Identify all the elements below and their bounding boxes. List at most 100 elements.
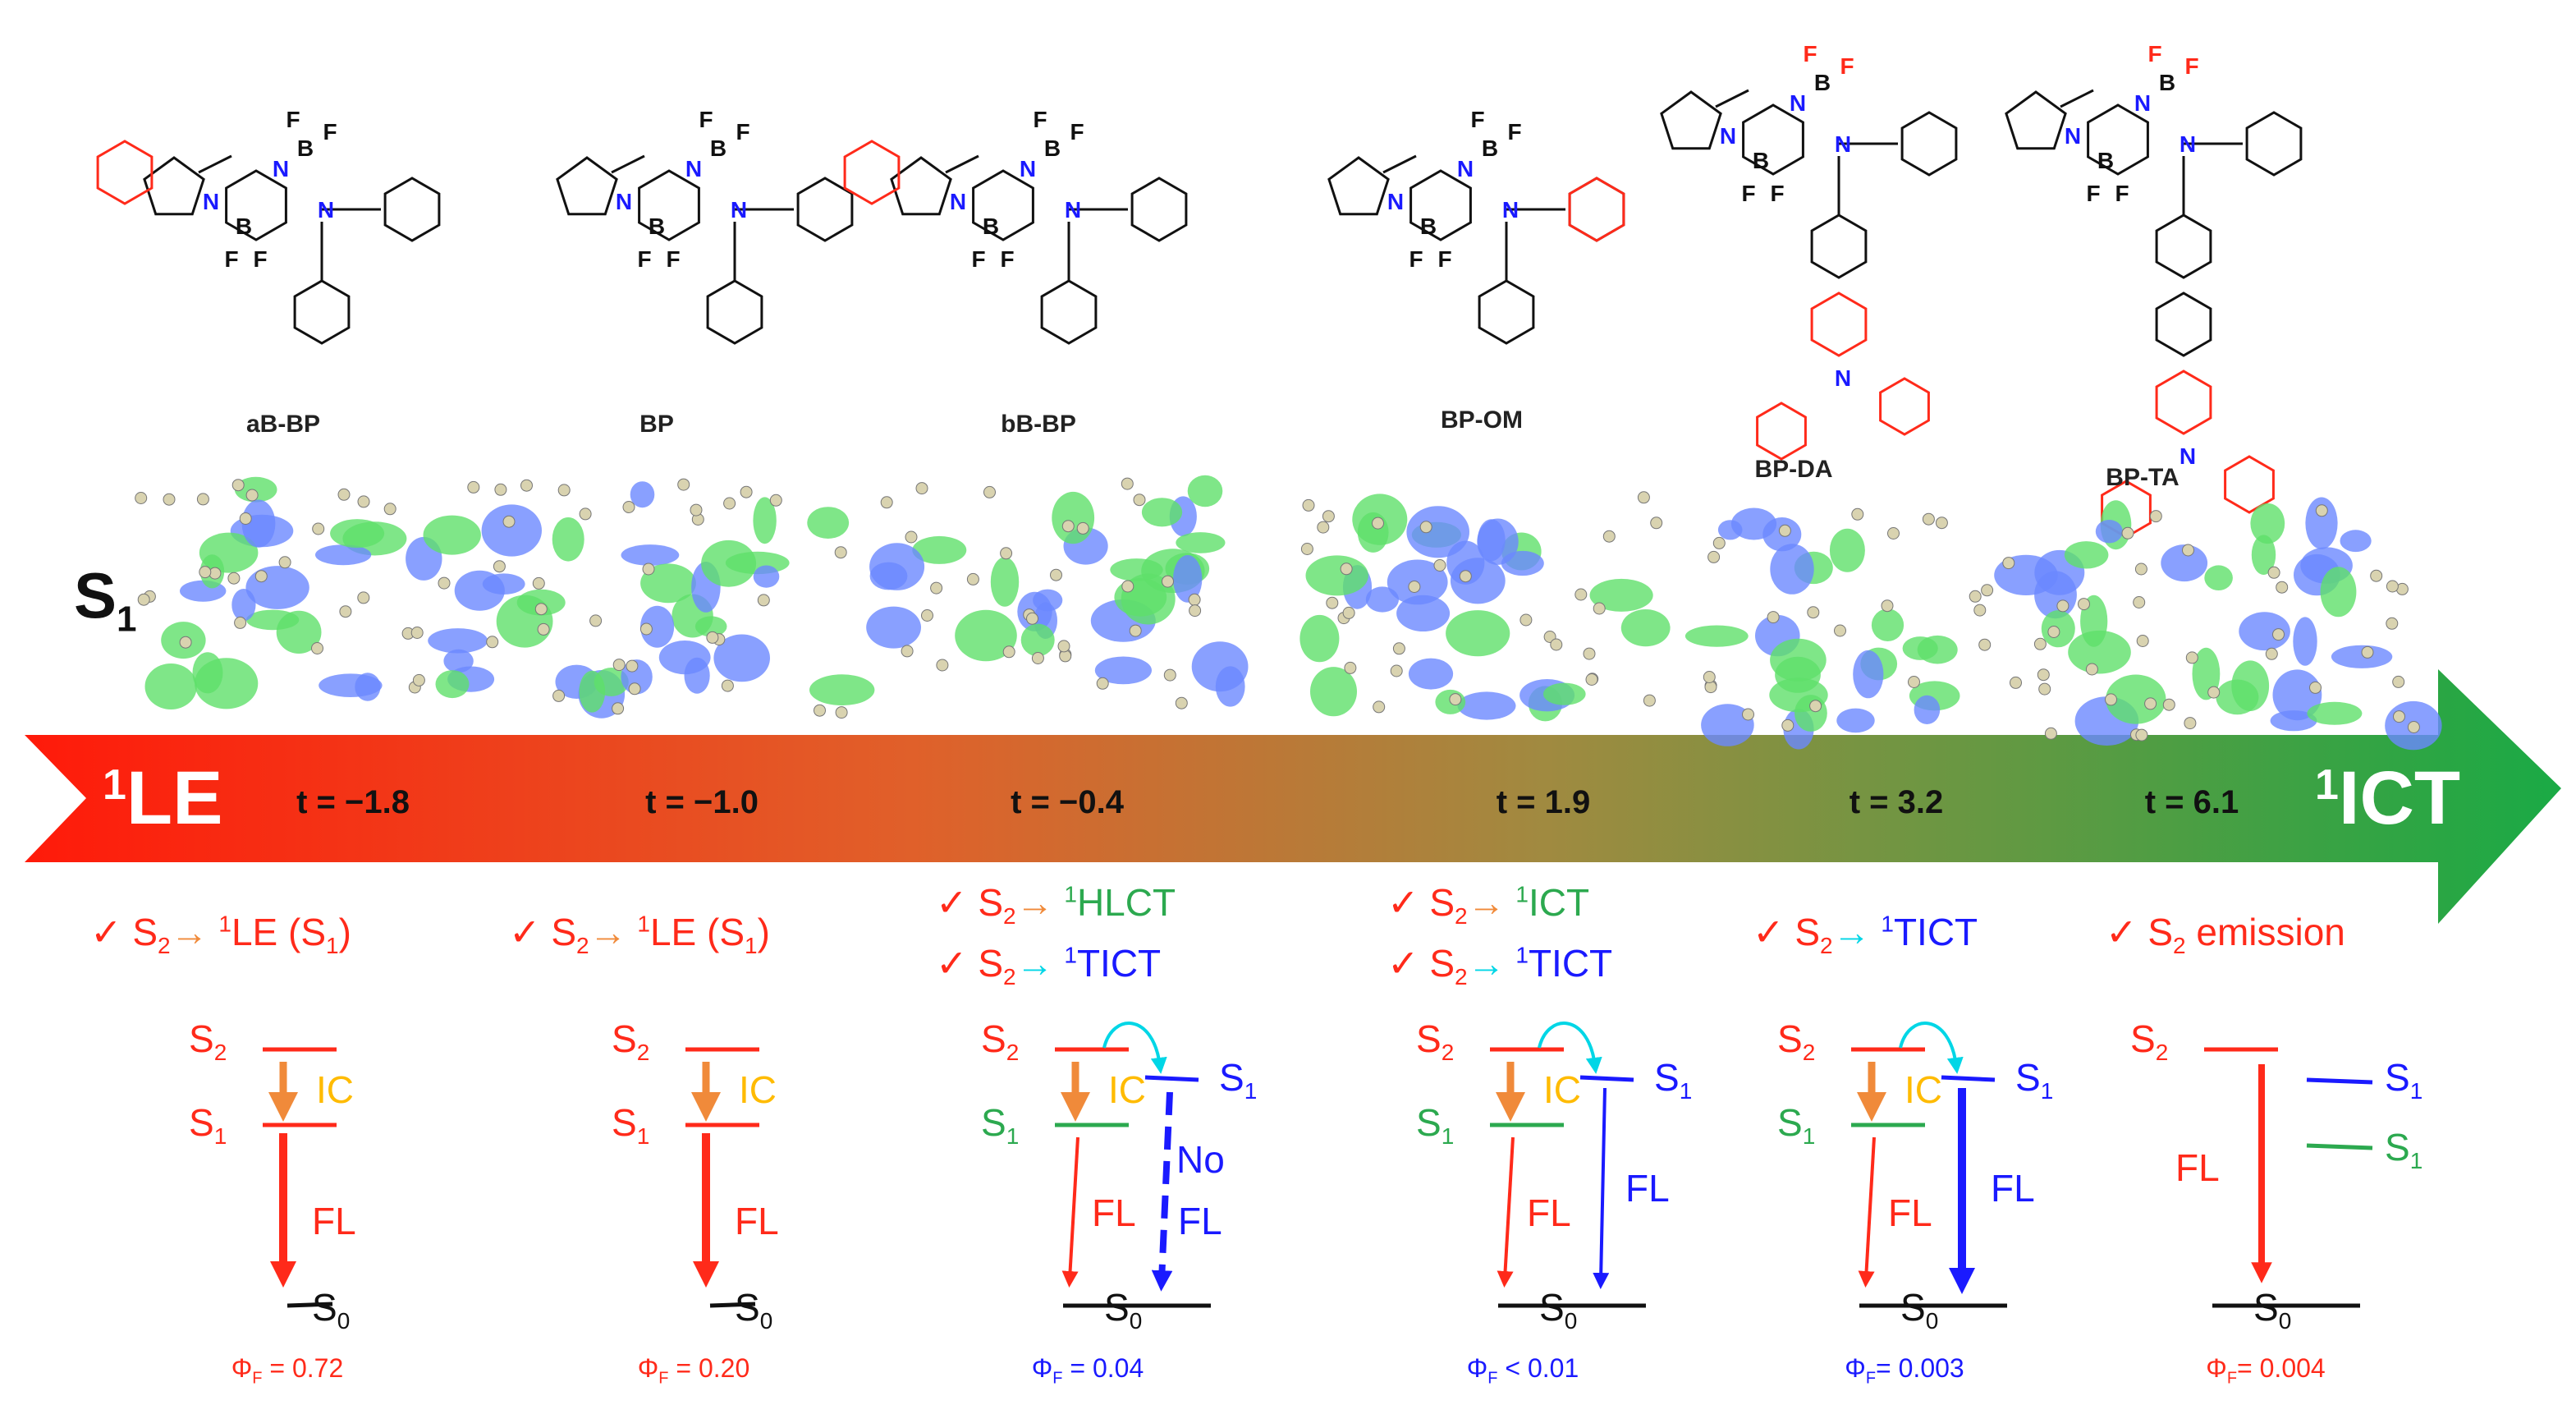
- orbital-lobe: [552, 517, 584, 562]
- le-main: LE: [126, 756, 223, 840]
- pathway-text: ✓ S2→ 1LE (S1): [90, 910, 351, 959]
- bond: [1382, 154, 1417, 174]
- atom-sphere: [1326, 596, 1339, 609]
- atom-sphere: [1002, 645, 1015, 659]
- s2-label-main: S: [189, 1017, 214, 1060]
- space: [1506, 881, 1516, 924]
- atom-sphere: [2144, 697, 2157, 710]
- s1-le-label-main: S: [2385, 1126, 2410, 1169]
- atom-sphere: [383, 503, 396, 516]
- atom-sphere: [179, 636, 192, 649]
- atom-sphere: [1703, 671, 1716, 683]
- atom-n: N: [318, 197, 334, 223]
- orbital-lobe: [1033, 589, 1063, 612]
- orbital-lobe: [2231, 660, 2270, 711]
- space: [627, 911, 638, 953]
- orbital-lobe: [869, 562, 908, 590]
- atom-sphere: [1781, 719, 1794, 732]
- fl-label: FL: [1178, 1200, 1222, 1242]
- pathway-arrow: →: [1015, 942, 1054, 985]
- s1-label-sub: 1: [636, 1123, 650, 1150]
- atom-f: F: [323, 119, 337, 145]
- atom-sphere: [1767, 611, 1780, 624]
- s0-label-main: S: [312, 1286, 337, 1329]
- atom-sphere: [2309, 681, 2322, 694]
- atom-sphere: [1742, 708, 1754, 721]
- qy-value: = 0.72: [262, 1353, 344, 1383]
- boron-ring: [225, 169, 287, 241]
- state-to-sup: 1: [637, 911, 650, 937]
- atom-sphere: [1978, 638, 1992, 651]
- atom-sphere: [2386, 617, 2399, 630]
- atom-sphere: [2162, 698, 2175, 711]
- atom-n: N: [2065, 123, 2081, 149]
- state-to: LE (S: [649, 911, 745, 953]
- atom-b: B: [1814, 70, 1831, 95]
- s1-main: S: [74, 559, 117, 631]
- qy-value: = 0.20: [668, 1353, 750, 1383]
- orbital-lobe: [2251, 535, 2276, 575]
- atom-sphere: [312, 522, 325, 535]
- state-from-sub: 2: [576, 933, 589, 959]
- s0-label: S0: [1104, 1285, 1142, 1334]
- molecule-name: aB-BP: [245, 411, 321, 438]
- atom-sphere: [1583, 647, 1596, 660]
- atom-b: B: [297, 135, 314, 161]
- boron-ring: [972, 169, 1034, 241]
- orbital-lobe: [621, 544, 680, 566]
- atom-sphere: [1973, 604, 1987, 617]
- atom-sphere: [234, 616, 247, 629]
- orbital-lobe: [276, 610, 322, 654]
- s0-label-sub: 0: [1564, 1308, 1578, 1334]
- atom-sphere: [311, 642, 323, 654]
- orbital-lobe: [2293, 617, 2317, 666]
- atom-sphere: [1340, 562, 1353, 576]
- atom-sphere: [1807, 606, 1820, 619]
- atom-sphere: [1373, 700, 1386, 714]
- s1-tict-label-main: S: [2015, 1056, 2041, 1099]
- s2-label: S2: [1777, 1017, 1815, 1066]
- atom-sphere: [2121, 526, 2134, 540]
- s1-label: S1: [612, 1100, 649, 1150]
- no-fl-arrow: [1151, 1091, 1173, 1292]
- molecule-name: BP-DA: [1754, 456, 1833, 483]
- atom-sphere: [2105, 693, 2117, 706]
- orbital-lobe: [2340, 530, 2372, 553]
- atom-sphere: [814, 704, 826, 717]
- atom-sphere: [2134, 562, 2147, 576]
- phenyl-ring: [1478, 279, 1535, 345]
- check-mark: ✓: [1387, 881, 1430, 924]
- atom-sphere: [486, 636, 499, 649]
- atom-sphere: [1602, 530, 1616, 543]
- atom-n: N: [950, 189, 966, 214]
- atom-sphere: [1809, 700, 1822, 713]
- atom-b: B: [710, 135, 727, 161]
- atom-sphere: [245, 489, 259, 502]
- fl-arrow: [1061, 1136, 1079, 1288]
- pyrrole-ring: [143, 156, 205, 216]
- orbital-lobe: [2161, 544, 2208, 582]
- atom-sphere: [1000, 547, 1013, 560]
- atom-sphere: [1981, 584, 1994, 597]
- atom-b: B: [1482, 135, 1498, 161]
- s1-tict-label-main: S: [1219, 1056, 1244, 1099]
- space: [1871, 911, 1882, 953]
- s0-level: [286, 1302, 333, 1308]
- orbital-lobe: [1853, 650, 1884, 699]
- pathway-arrow: →: [589, 911, 627, 953]
- orbital-lobe: [1829, 528, 1865, 572]
- atom-sphere: [2037, 668, 2050, 682]
- orbital-lobe: [658, 641, 711, 675]
- state-to-sup: 1: [1064, 881, 1077, 907]
- atom-sphere: [163, 493, 176, 506]
- atom-sphere: [2038, 682, 2051, 696]
- atom-n: N: [1790, 90, 1806, 116]
- atom-sphere: [278, 556, 291, 569]
- atom-sphere: [2315, 504, 2328, 517]
- orbital-lobe: [807, 507, 850, 539]
- atom-sphere: [231, 479, 245, 492]
- orbital-lobe: [1457, 691, 1516, 720]
